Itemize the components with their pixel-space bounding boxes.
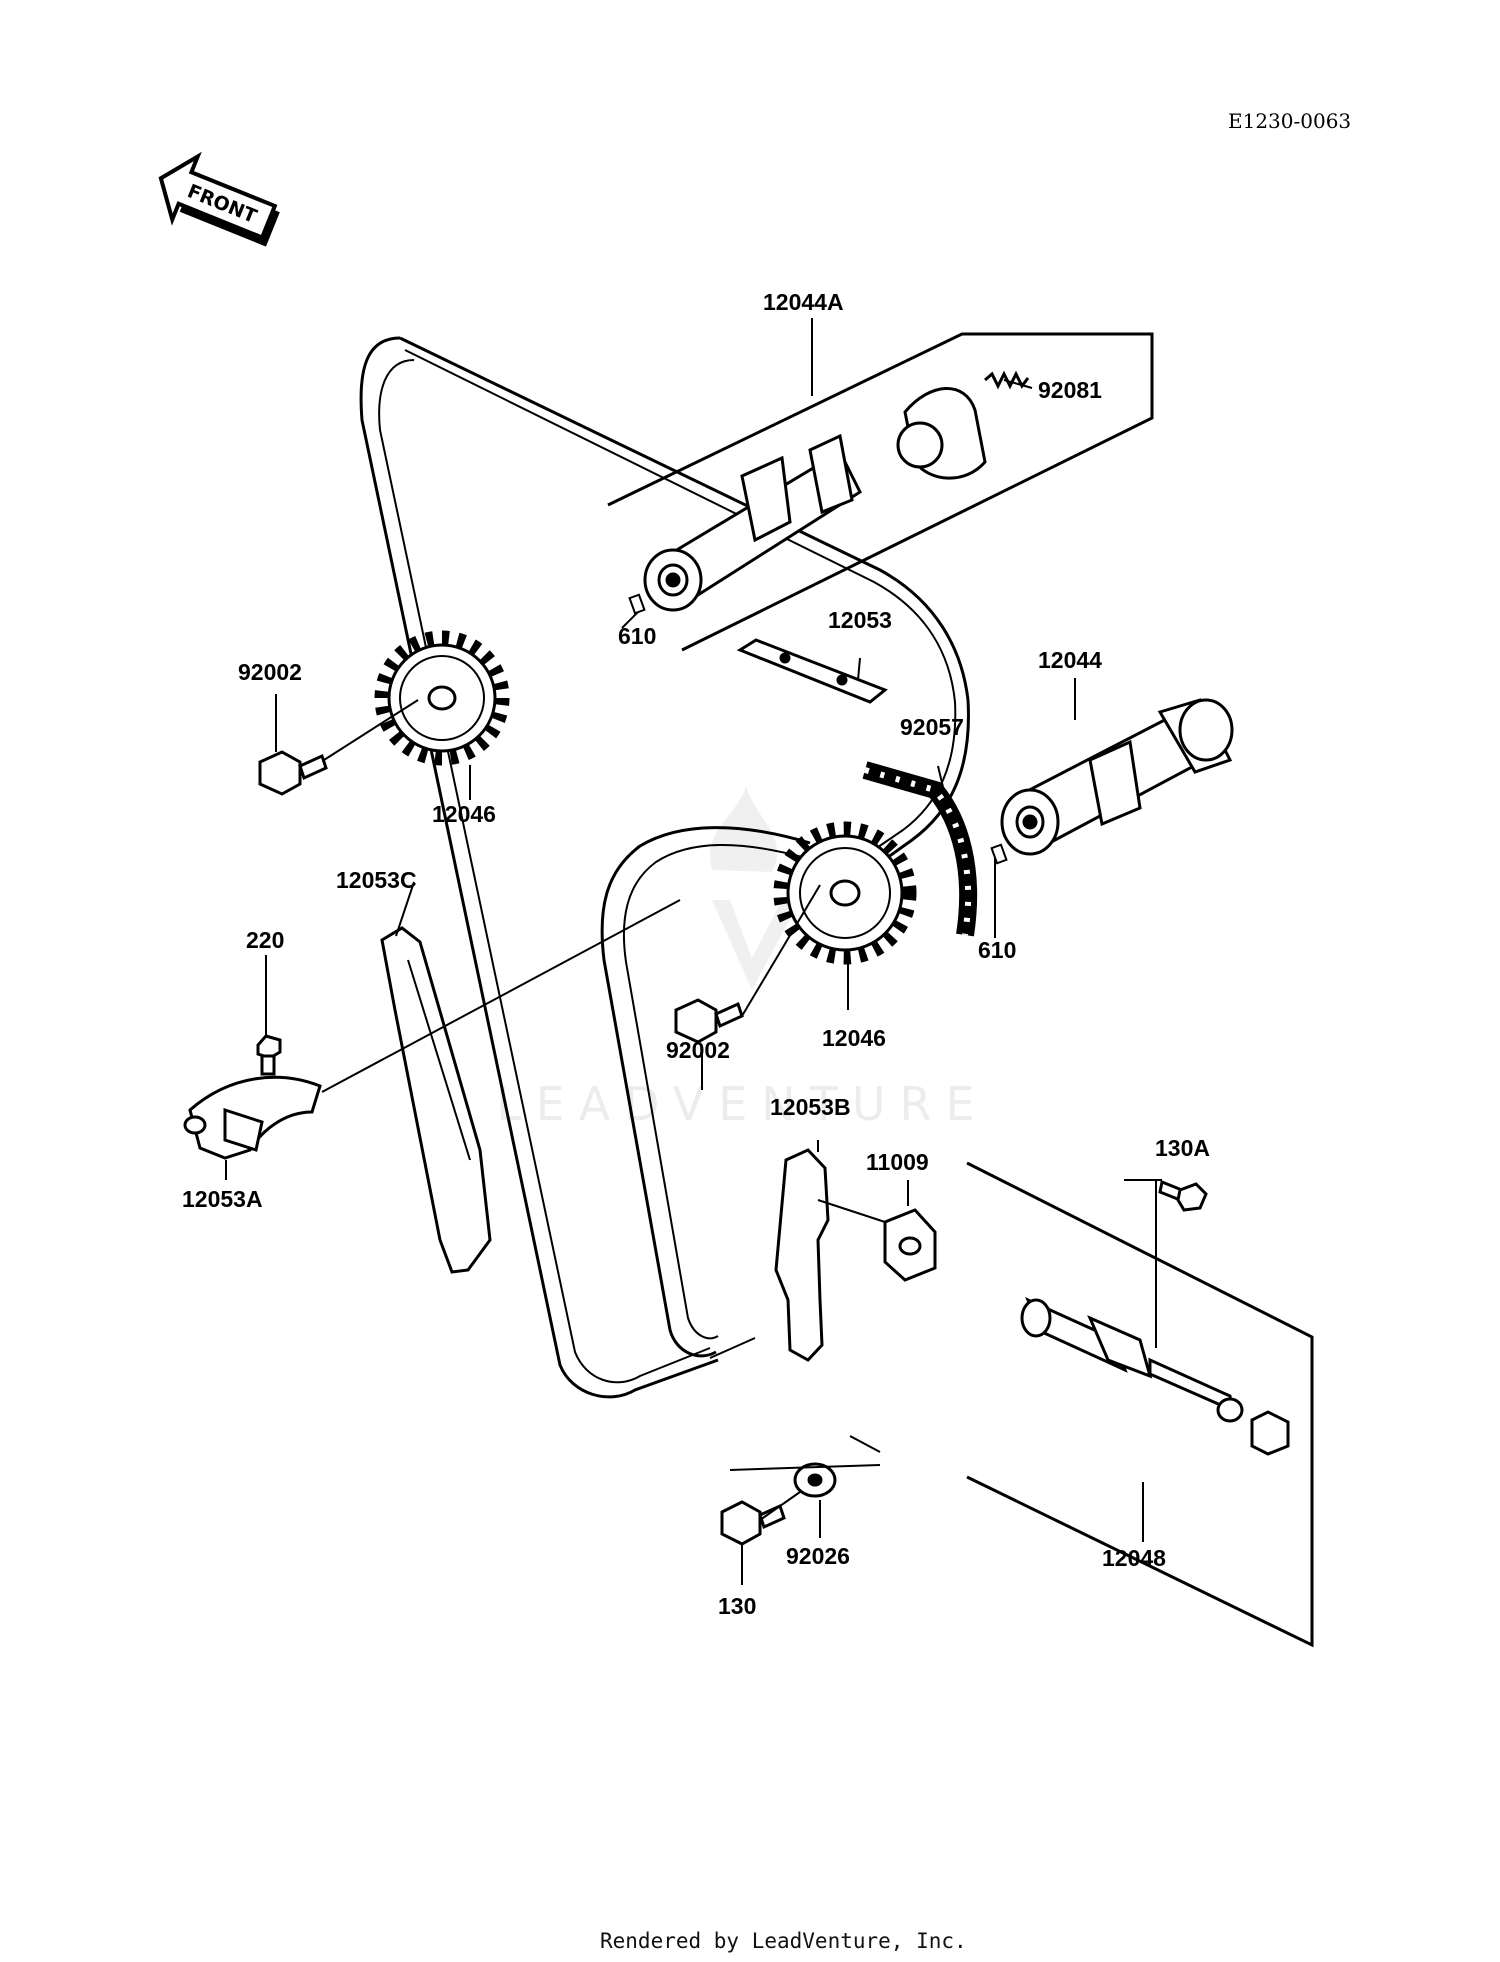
callout-12053: 12053 — [828, 607, 892, 633]
leader-lines — [225, 318, 1162, 1585]
cam-chain — [359, 336, 970, 1399]
drawing-code: E1230-0063 — [1228, 109, 1351, 133]
chain-guide-12053 — [736, 638, 888, 704]
pin-610-top — [628, 593, 646, 615]
tensioner-12048 — [1020, 1297, 1290, 1456]
callout-11009: 11009 — [866, 1149, 929, 1175]
cam-chain-links — [862, 761, 978, 937]
chain-guide-12053b — [774, 1148, 830, 1362]
cam-sprocket-middle — [773, 821, 917, 965]
callout-610-top: 610 — [618, 623, 656, 649]
callout-12053c: 12053C — [336, 867, 417, 893]
callout-12046-top: 12046 — [432, 801, 496, 827]
callout-12053b: 12053B — [770, 1094, 851, 1120]
bolt-130 — [720, 1500, 786, 1546]
callout-12053a: 12053A — [182, 1186, 263, 1212]
front-arrow-icon: FRONT — [158, 151, 280, 247]
callout-130: 130 — [718, 1593, 756, 1619]
camshaft-set-box — [607, 332, 1154, 652]
bolt-130a — [1158, 1179, 1208, 1212]
camshaft-exhaust — [643, 387, 987, 612]
callout-130a: 130A — [1155, 1135, 1210, 1161]
callout-92002-top: 92002 — [238, 659, 302, 685]
watermark-text: LEADVENTURE — [496, 1077, 989, 1131]
callout-92002-middle: 92002 — [666, 1037, 730, 1063]
callout-12048: 12048 — [1102, 1545, 1166, 1571]
callout-12044a: 12044A — [763, 289, 844, 315]
footer-credit: Rendered by LeadVenture, Inc. — [600, 1929, 967, 1953]
callout-92057: 92057 — [900, 714, 964, 740]
callout-220: 220 — [246, 927, 284, 953]
callout-12044: 12044 — [1038, 647, 1102, 673]
pin-610-right — [990, 843, 1008, 865]
bolt-220 — [256, 1034, 282, 1076]
washer-92026 — [793, 1462, 837, 1498]
chain-guide-12053c — [380, 926, 492, 1274]
callout-92026: 92026 — [786, 1543, 850, 1569]
callout-92081: 92081 — [1038, 377, 1102, 403]
tensioner-set-box — [966, 1161, 1314, 1648]
callout-610-right: 610 — [978, 937, 1016, 963]
callout-12046-middle: 12046 — [822, 1025, 886, 1051]
bolt-92002-middle — [674, 998, 744, 1044]
chain-guide-12053a — [183, 1075, 322, 1160]
camshaft-intake — [1000, 698, 1234, 856]
cam-sprocket-top — [374, 630, 510, 766]
gasket-11009 — [883, 1208, 937, 1282]
bolt-92002-top — [258, 750, 328, 796]
